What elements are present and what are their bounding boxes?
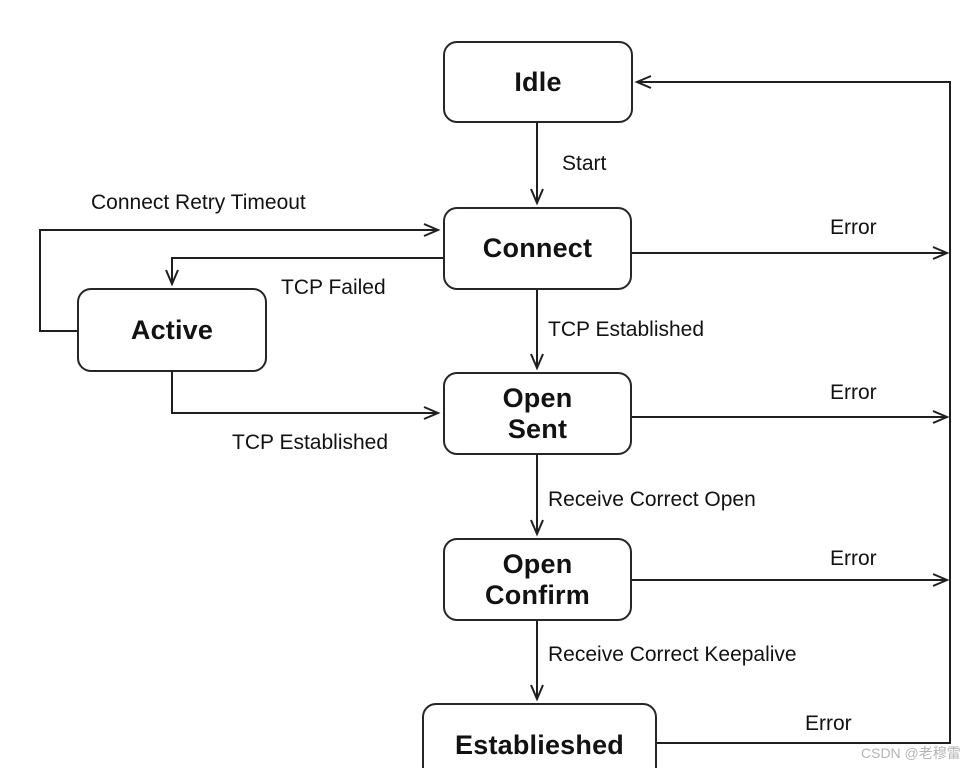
edge-connect-to-active bbox=[165, 257, 443, 287]
state-open-confirm: Open Confirm bbox=[443, 538, 632, 621]
label-receive-correct-keepalive: Receive Correct Keepalive bbox=[548, 643, 797, 666]
label-tcp-failed: TCP Failed bbox=[281, 276, 386, 299]
label-error-from-open-confirm: Error bbox=[830, 547, 877, 570]
edge-error-bus-to-idle bbox=[634, 75, 951, 744]
label-start: Start bbox=[562, 152, 607, 175]
csdn-watermark: CSDN @老穆雷 bbox=[861, 745, 961, 761]
state-establieshed-label: Establieshed bbox=[455, 730, 624, 761]
state-active: Active bbox=[77, 288, 267, 372]
state-active-label: Active bbox=[130, 314, 214, 345]
state-open-confirm-label: Open Confirm bbox=[485, 549, 590, 610]
state-open-sent: Open Sent bbox=[443, 372, 632, 455]
label-tcp-established-from-active: TCP Established bbox=[232, 431, 389, 454]
label-connect-retry-timeout: Connect Retry Timeout bbox=[91, 191, 306, 214]
state-idle: Idle bbox=[443, 41, 633, 123]
edge-active-to-connect bbox=[39, 223, 441, 332]
label-error-from-connect: Error bbox=[830, 216, 877, 239]
state-connect: Connect bbox=[443, 207, 632, 290]
label-tcp-established-from-connect: TCP Established bbox=[548, 318, 705, 341]
label-error-from-open-sent: Error bbox=[830, 381, 877, 404]
state-idle-label: Idle bbox=[514, 66, 562, 97]
state-connect-label: Connect bbox=[482, 233, 593, 264]
label-error-from-establieshed: Error bbox=[805, 712, 852, 735]
edge-active-to-open-sent bbox=[171, 370, 441, 420]
state-open-sent-label: Open Sent bbox=[502, 383, 573, 444]
label-receive-correct-open: Receive Correct Open bbox=[548, 488, 756, 511]
state-establieshed: Establieshed bbox=[422, 703, 657, 768]
